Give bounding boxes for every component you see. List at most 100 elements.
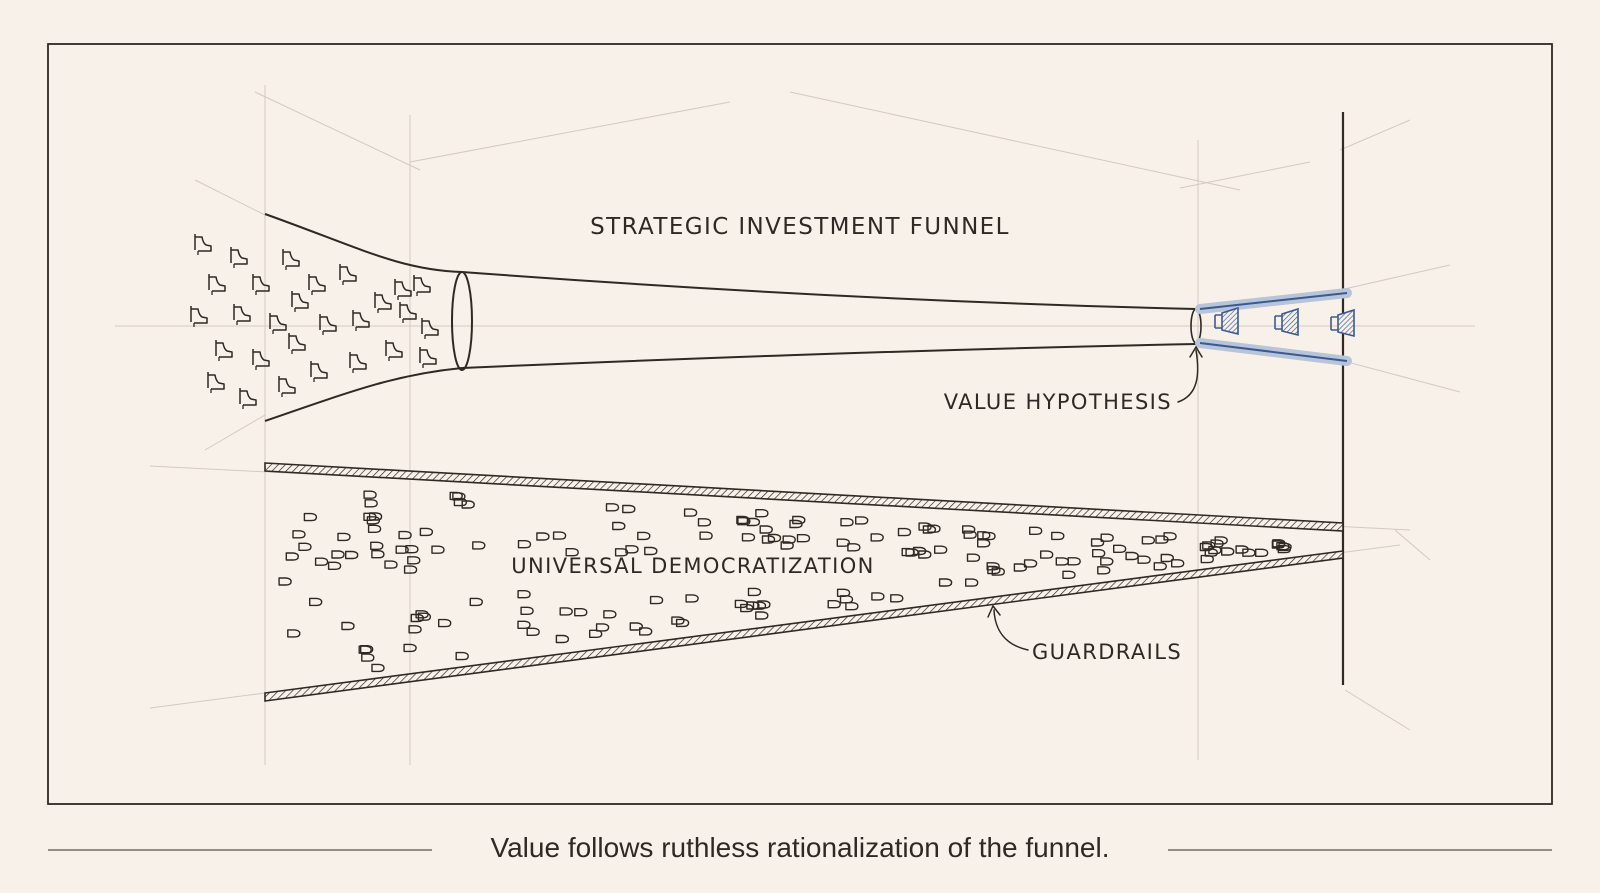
pellet-icon (605, 503, 620, 512)
pellet-icon (1039, 550, 1054, 559)
pellet-icon (341, 621, 355, 631)
input-item-icon (215, 339, 233, 362)
pellet-icon (871, 592, 885, 601)
pellet-icon (526, 627, 540, 636)
pellet-icon (897, 527, 912, 537)
guardrails-label: GUARDRAILS (1032, 640, 1182, 664)
pellet-icon (438, 618, 452, 628)
pellet-icon (595, 623, 610, 632)
input-item-icon (413, 274, 431, 297)
pellet-icon (371, 663, 385, 673)
input-item-icon (252, 348, 270, 371)
output-items (1214, 306, 1355, 338)
pellet-icon (827, 600, 841, 609)
pellet-icon (847, 543, 861, 552)
pellet-icon (431, 545, 445, 554)
input-item-icon (252, 273, 270, 296)
pellet-icon (1097, 566, 1111, 575)
pellet-icon (1170, 559, 1185, 568)
pellet-icon (337, 532, 351, 542)
lower-guardrail (264, 550, 1344, 702)
pellet-icon (747, 587, 762, 597)
pellet-icon (469, 597, 483, 607)
pellet-icon (759, 525, 773, 534)
pellet-icon (1220, 547, 1235, 556)
input-item-icon (208, 273, 226, 296)
output-item-icon (1330, 308, 1355, 338)
pellet-icon (384, 560, 398, 569)
input-item-icon (394, 278, 412, 301)
input-item-icon (374, 291, 392, 314)
pellet-icon (836, 538, 850, 547)
upper-guardrail (264, 462, 1344, 532)
pellet-icon (517, 620, 531, 629)
output-channel (1195, 288, 1352, 366)
pellet-icon (622, 504, 636, 514)
pellet-icon (603, 610, 617, 619)
pellet-icon (890, 594, 904, 603)
input-item-icon (349, 351, 367, 374)
input-item-icon (319, 313, 337, 336)
output-item-icon (1214, 306, 1239, 336)
pellet-icon (1028, 526, 1043, 535)
pellet-icon (408, 625, 422, 634)
pellet-icon (1091, 549, 1106, 558)
pellet-icon (370, 541, 384, 550)
pellet-icon (741, 533, 756, 542)
input-item-icon (278, 375, 296, 398)
pellet-icon (1067, 557, 1081, 566)
pellet-icon (331, 550, 345, 559)
pellet-icon (303, 512, 318, 522)
pellet-icon (461, 500, 475, 509)
input-item-icon (339, 263, 357, 286)
pellet-icon (870, 533, 884, 542)
input-item-icon (230, 246, 248, 269)
pellet-icon (278, 577, 292, 586)
input-item-icon (308, 273, 326, 296)
input-item-icon (385, 339, 403, 362)
pellet-icon (309, 597, 323, 607)
pellet-icon (671, 616, 685, 625)
pellet-icon (517, 590, 531, 599)
pellet-icon (1125, 551, 1139, 561)
pellet-icon (363, 490, 377, 499)
pellet-icon (327, 561, 342, 570)
pellet-icon (685, 594, 699, 603)
pellet-icon (796, 534, 811, 543)
output-item-icon (1274, 307, 1299, 337)
pellet-icon (314, 557, 329, 566)
democratization-label: UNIVERSAL DEMOCRATIZATION (511, 554, 875, 578)
pellet-icon (697, 518, 712, 527)
annotation-arrows (987, 345, 1203, 651)
pellet-icon (361, 653, 375, 662)
pellet-icon (612, 521, 626, 531)
diagram-frame (47, 43, 1553, 805)
pellet-icon (403, 565, 418, 574)
pellet-icon (637, 531, 651, 541)
strategic-funnel-label: STRATEGIC INVESTMENT FUNNEL (590, 214, 1010, 240)
input-item-icon (239, 387, 257, 410)
pellet-icon (517, 540, 532, 549)
input-item-icon (421, 317, 439, 340)
pellet-icon (536, 532, 550, 541)
input-item-icon (194, 233, 212, 256)
pellet-icon (574, 608, 588, 617)
pellet-icon (683, 508, 698, 517)
value-hypothesis-arrow (1177, 349, 1199, 403)
input-item-icon (419, 346, 437, 369)
pellet-icon (1090, 538, 1105, 547)
pellet-icon (398, 530, 412, 540)
value-hypothesis-label: VALUE HYPOTHESIS (944, 390, 1172, 414)
input-item-icon (291, 290, 309, 313)
pellet-icon (589, 629, 603, 638)
pellet-icon (472, 541, 486, 550)
pellet-icon (1112, 544, 1127, 553)
figure-caption: Value follows ruthless rationalization o… (491, 832, 1110, 863)
pellet-icon (345, 550, 359, 560)
pellet-icon (1137, 555, 1151, 564)
pellet-icon (292, 530, 306, 539)
pellet-icon (966, 553, 981, 562)
pellet-icon (455, 651, 469, 661)
